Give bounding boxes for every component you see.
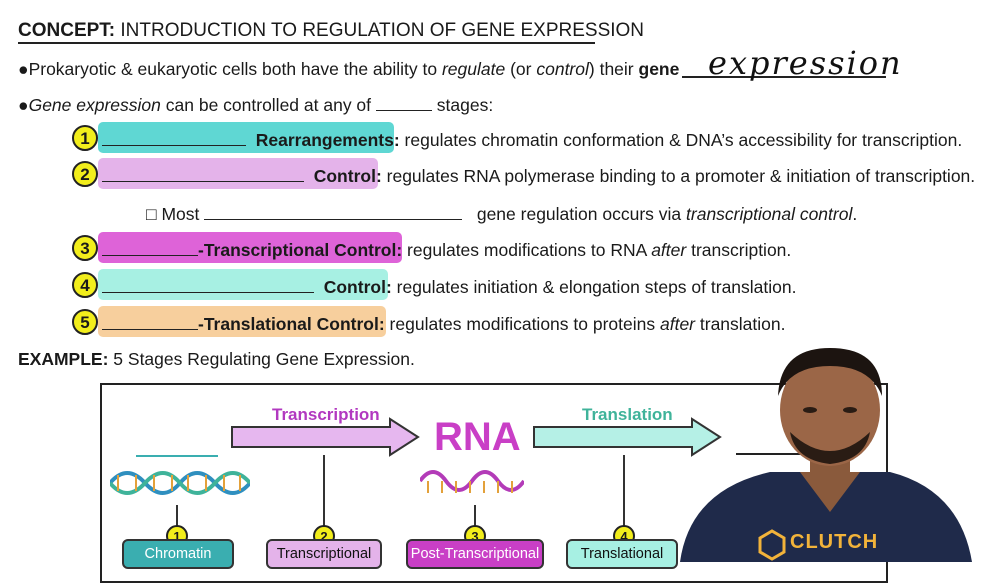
subpoint-most: □ Most gene regulation occurs via transc… (146, 204, 857, 225)
stage1-box: Chromatin (122, 539, 234, 569)
row3-em: after (651, 240, 687, 260)
row3-number: 3 (72, 235, 98, 261)
connector-4 (623, 455, 625, 535)
row2-highlight (98, 158, 378, 189)
bullet1-text-a: Prokaryotic & eukaryotic cells both have… (28, 59, 442, 79)
dna-helix-icon (110, 471, 250, 495)
row1-highlight (98, 122, 394, 153)
row4-highlight (98, 269, 388, 300)
row1-number: 1 (72, 125, 98, 151)
bullet1-text-c: ) their (588, 59, 639, 79)
rna-label: RNA (434, 415, 521, 459)
row3-highlight (98, 232, 402, 263)
connector-2 (323, 455, 325, 535)
bullet1-text-b: (or (505, 59, 537, 79)
stages-blank (375, 96, 432, 111)
bullet-dot: ● (18, 95, 29, 115)
row1-blank (102, 131, 246, 146)
row5-highlight (98, 306, 386, 337)
subpoint-text-c: . (852, 204, 858, 224)
translation-arrow-icon (533, 417, 722, 457)
subpoint-text-a: Most (161, 204, 205, 224)
connector-1 (176, 505, 178, 535)
row3-bold: -Transcriptional Control: (198, 240, 403, 260)
row5-text: -Translational Control: regulates modifi… (102, 314, 785, 335)
page-title: CONCEPT: INTRODUCTION TO REGULATION OF G… (18, 20, 644, 42)
row2-desc: regulates RNA polymerase binding to a pr… (381, 166, 976, 186)
example-text: 5 Stages Regulating Gene Expression. (108, 349, 415, 369)
row4-desc: regulates initiation & elongation steps … (391, 277, 797, 297)
bullet-gene-expression: ●Gene expression can be controlled at an… (18, 95, 493, 116)
title-concept-label: CONCEPT: (18, 20, 116, 41)
rna-strand-icon (420, 470, 524, 493)
row3-text: -Transcriptional Control: regulates modi… (102, 240, 791, 261)
connector-3 (474, 505, 476, 535)
title-underline (18, 42, 595, 44)
transcription-arrow-icon (231, 417, 420, 457)
bullet2-text-b: stages: (431, 95, 494, 115)
subpoint-text-b: gene regulation occurs via (471, 204, 687, 224)
bullet2-text-a: can be controlled at any of (160, 95, 376, 115)
row5-desc2: translation. (695, 314, 786, 334)
checkbox-glyph: □ (146, 204, 157, 224)
bullet-prokaryotic: ●Prokaryotic & eukaryotic cells both hav… (18, 59, 679, 80)
stage2-box: Transcriptional (266, 539, 382, 569)
row1-bold: Rearrangements: (255, 130, 400, 150)
bullet1-em-control: control (536, 59, 589, 79)
row2-number: 2 (72, 161, 98, 187)
bullet2-em: Gene expression (28, 95, 161, 115)
most-blank (204, 205, 463, 220)
row3-blank (102, 241, 198, 256)
row4-number: 4 (72, 272, 98, 298)
row4-bold: Control: (323, 277, 392, 297)
dna-blank-line (136, 455, 218, 457)
row5-blank (102, 315, 198, 330)
bullet-dot: ● (18, 59, 29, 79)
row1-text: Rearrangements: regulates chromatin conf… (102, 130, 962, 151)
bullet1-gene: gene (638, 59, 680, 79)
bullet1-em-regulate: regulate (441, 59, 506, 79)
row2-text: Control: regulates RNA polymerase bindin… (102, 166, 975, 187)
row3-desc2: transcription. (686, 240, 792, 260)
example-label: EXAMPLE: (18, 349, 109, 369)
translation-label: Translation (582, 405, 673, 424)
row5-desc: regulates modifications to proteins (384, 314, 660, 334)
protein-blank-line (736, 453, 860, 455)
gene-blank-line (682, 76, 886, 78)
row3-desc: regulates modifications to RNA (402, 240, 652, 260)
row5-em: after (659, 314, 696, 334)
row2-blank (102, 167, 304, 182)
row4-blank (102, 278, 314, 293)
handwritten-expression: expression (708, 44, 903, 82)
row2-bold: Control: (313, 166, 382, 186)
stage3-box: Post-Transcriptional (406, 539, 544, 569)
example-heading: EXAMPLE: 5 Stages Regulating Gene Expres… (18, 349, 415, 370)
presenter-video (680, 348, 972, 562)
row5-number: 5 (72, 309, 98, 335)
row1-desc: regulates chromatin conformation & DNA’s… (399, 130, 963, 150)
transcription-label: Transcription (272, 405, 380, 424)
row4-text: Control: regulates initiation & elongati… (102, 277, 796, 298)
title-text: INTRODUCTION TO REGULATION OF GENE EXPRE… (120, 20, 645, 41)
clutch-logo-text: CLUTCH (790, 531, 879, 553)
subpoint-em: transcriptional control (686, 204, 853, 224)
row5-bold: -Translational Control: (198, 314, 385, 334)
